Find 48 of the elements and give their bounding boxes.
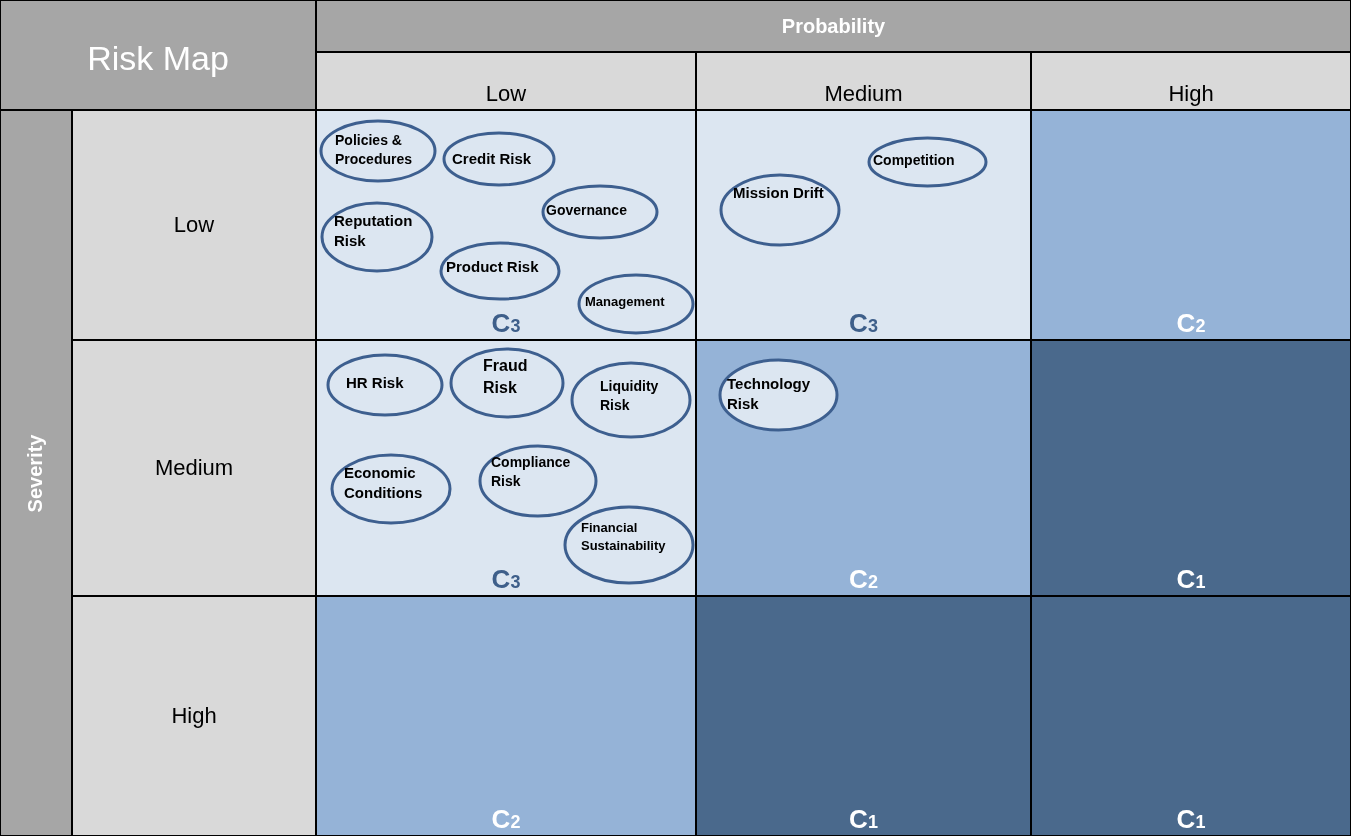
- header-cell: Low: [316, 52, 696, 110]
- header-cell: High: [72, 596, 316, 836]
- risk-label: Compliance Risk: [491, 453, 572, 491]
- risk-label: HR Risk: [346, 373, 405, 393]
- risk-ellipse: [867, 136, 988, 188]
- risk-ellipse: [442, 131, 556, 187]
- header-cell: Probability: [316, 0, 1351, 52]
- matrix-cell: [1031, 110, 1351, 340]
- risk-ellipse: [439, 241, 561, 301]
- axis-label: Severity: [24, 434, 48, 512]
- risk-ellipse: [449, 347, 565, 419]
- risk-ellipse: [719, 173, 841, 247]
- risk-ellipse: [319, 119, 437, 183]
- risk-label: Economic Conditions: [344, 463, 424, 504]
- matrix-cell: [316, 110, 696, 340]
- risk-label: Fraud Risk: [483, 356, 529, 398]
- matrix-cell: [696, 596, 1031, 836]
- header-cell: Medium: [696, 52, 1031, 110]
- title-cell: Risk Map: [0, 0, 316, 110]
- risk-label: Competition: [873, 151, 956, 170]
- risk-label: Technology Risk: [727, 374, 812, 415]
- matrix-cell: [696, 340, 1031, 596]
- risk-ellipse: [478, 444, 598, 518]
- risk-ellipse: [718, 358, 839, 432]
- risk-ellipse: [541, 184, 659, 240]
- risk-label: Reputation Risk: [334, 211, 414, 252]
- risk-label: Credit Risk: [452, 149, 533, 169]
- risk-ellipse: [570, 361, 692, 439]
- risk-label: Management: [585, 293, 666, 311]
- matrix-cell: [1031, 340, 1351, 596]
- risk-label: Liquidity Risk: [600, 377, 660, 415]
- matrix-cell: [316, 340, 696, 596]
- risk-ellipse: [577, 273, 695, 335]
- header-cell: Medium: [72, 340, 316, 596]
- risk-ellipse: [326, 353, 444, 417]
- risk-label: Financial Sustainability: [581, 519, 667, 555]
- risk-label: Product Risk: [446, 257, 540, 277]
- matrix-cell: [696, 110, 1031, 340]
- risk-label: Mission Drift: [733, 183, 825, 203]
- risk-label: Governance: [546, 201, 628, 220]
- header-cell: High: [1031, 52, 1351, 110]
- matrix-cell: [1031, 596, 1351, 836]
- risk-ellipse: [320, 201, 434, 273]
- header-cell: Low: [72, 110, 316, 340]
- risk-label: Policies & Procedures: [335, 131, 414, 169]
- risk-ellipse: [330, 453, 452, 525]
- risk-ellipse: [563, 505, 695, 585]
- matrix-cell: [316, 596, 696, 836]
